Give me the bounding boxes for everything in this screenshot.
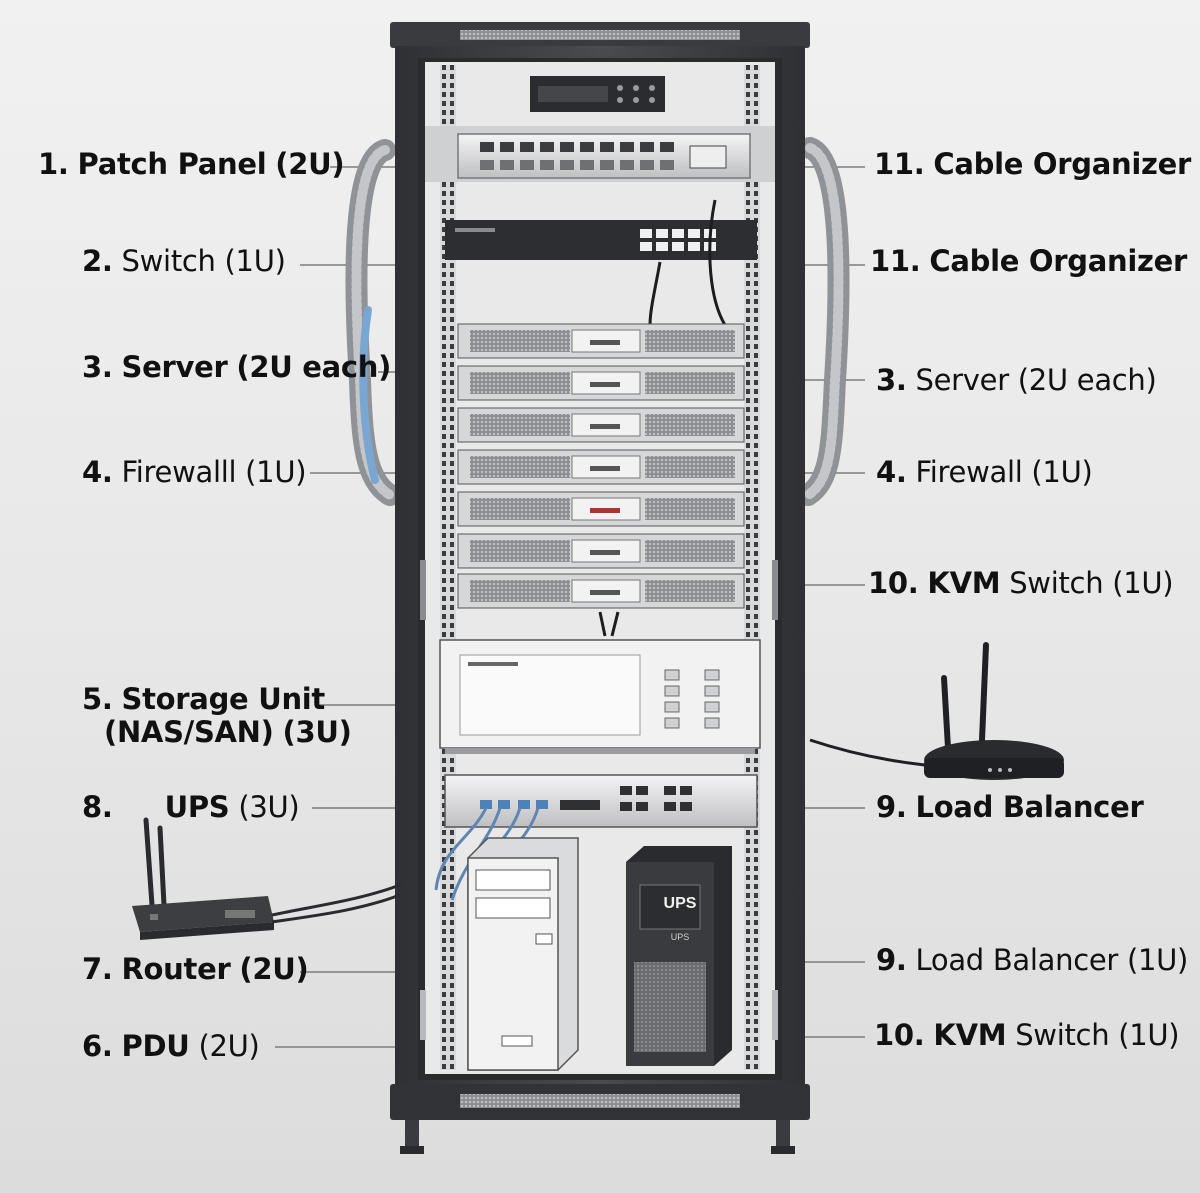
label-cable-organizer-2: 11. Cable Organizer [870,244,1187,278]
server-stack [457,323,745,637]
network-appliance-device [444,774,758,828]
ups-device: UPS UPS [626,846,732,1066]
pc-tower-device [467,837,579,1071]
label-ups: 8.UPS (3U) [82,790,300,824]
ups-front-label: UPS [664,895,697,912]
switch-device [445,199,757,326]
label-load-balancer-2: 9. Load Balancer (1U) [876,943,1189,977]
label-kvm-switch-1: 10. KVM Switch (1U) [868,566,1174,600]
left-cable-bundle [345,139,401,506]
label-kvm-switch-2: 10. KVM Switch (1U) [874,1018,1180,1052]
patch-panel-device [425,126,775,182]
label-cable-organizer-1: 11. Cable Organizer [874,147,1191,181]
label-patch-panel: 1. Patch Panel (2U) [38,147,345,181]
router-device [132,817,401,940]
label-load-balancer-1: 9. Load Balancer [876,790,1144,824]
label-switch: 2. Switch (1U) [82,244,286,278]
label-pdu: 6. PDU (2U) [82,1029,260,1063]
label-firewall-right: 4. Firewall (1U) [876,455,1093,489]
right-cable-bundle [797,137,850,506]
label-server-left: 3. Server (2U each) [82,350,392,384]
ups-small-label: UPS [671,932,690,942]
label-server-right: 3. Server (2U each) [876,363,1157,397]
storage-unit-device [439,639,761,754]
label-router: 7. Router (2U) [82,952,309,986]
label-storage-unit: 5. Storage Unit (NAS/SAN) (3U) [82,682,352,750]
wireless-router-right [809,642,1064,780]
label-firewall-left: 4. Firewalll (1U) [82,455,307,489]
top-control-unit [530,76,665,112]
